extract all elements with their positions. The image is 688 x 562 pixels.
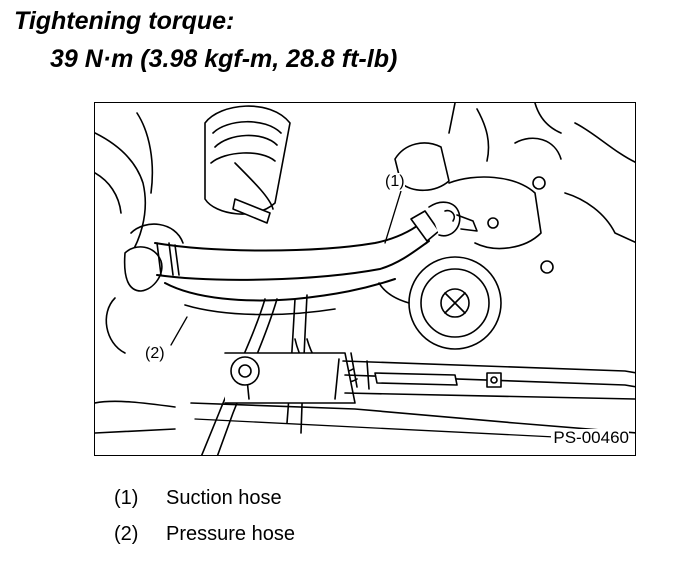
engine-line-drawing	[95, 103, 635, 455]
legend-number: (2)	[114, 523, 139, 545]
callout-suction-hose: (1)	[385, 173, 405, 191]
callout-pressure-hose: (2)	[145, 345, 165, 363]
legend-item: (2) Pressure hose	[114, 516, 295, 552]
torque-value: 39 N·m (3.98 kgf-m, 28.8 ft-lb)	[50, 45, 398, 73]
torque-heading: Tightening torque:	[14, 7, 235, 35]
legend-text: Suction hose	[166, 487, 282, 509]
hose-illustration: (1) (2) PS-00460	[94, 102, 636, 456]
legend-number: (1)	[114, 487, 139, 509]
legend-text: Pressure hose	[166, 523, 295, 545]
legend-item: (1) Suction hose	[114, 480, 295, 516]
figure-code: PS-00460	[551, 428, 629, 447]
parts-legend: (1) Suction hose (2) Pressure hose	[114, 480, 295, 552]
